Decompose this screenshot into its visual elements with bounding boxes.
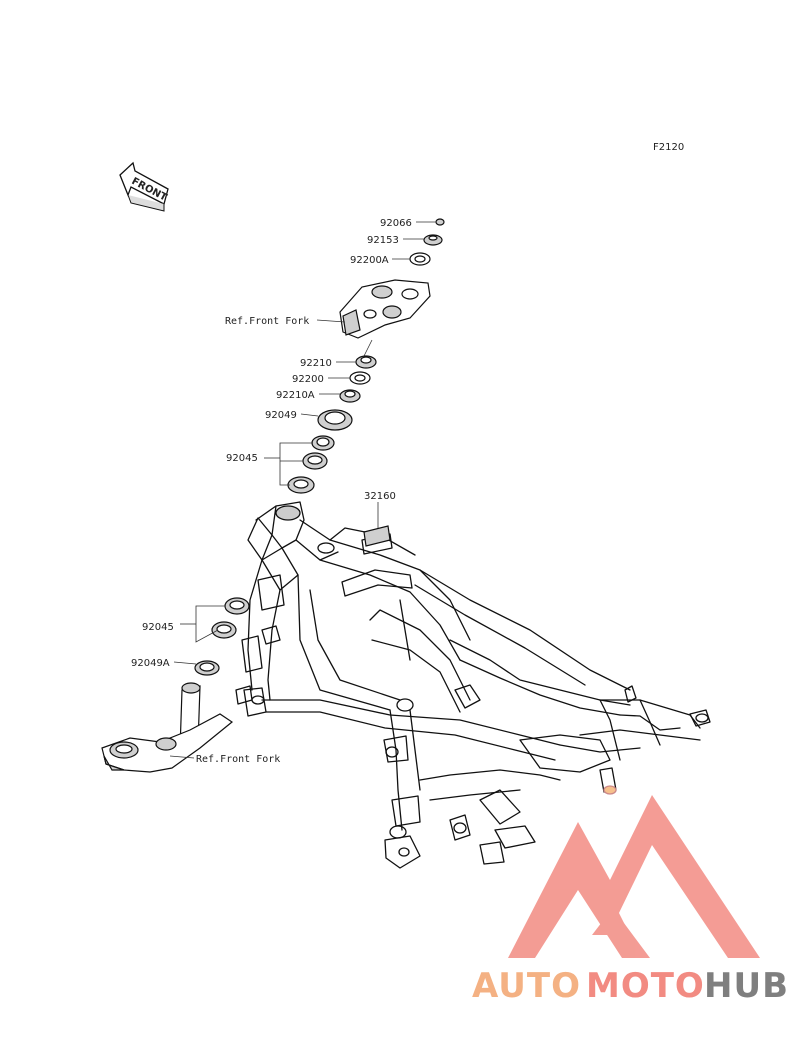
label-92153: 92153 [367,235,399,246]
ref-front-fork-upper: Ref.Front Fork [225,316,309,327]
ref-front-fork-lower: Ref.Front Fork [196,754,280,765]
bracket-32160 [363,502,391,547]
label-92045-bottom: 92045 [142,622,174,633]
watermark-moto: MOTO [586,966,705,1006]
label-32160: 32160 [364,491,396,502]
frame-assembly [235,501,711,869]
label-92200: 92200 [292,374,324,385]
seal-92049A [194,660,220,676]
washer-92200 [349,371,371,385]
watermark-hub: HUB [704,966,789,1006]
label-92210: 92210 [300,358,332,369]
locknut-92210A [339,389,361,403]
locknut-92210 [355,355,377,369]
label-92066: 92066 [380,218,412,229]
bearing-92045-bottom [211,597,250,639]
stem-nut-92066 [435,218,445,226]
watermark-triangle-icon [508,795,760,958]
watermark-brand: AUTO MOTO HUB [472,966,789,1006]
watermark-logo [508,795,760,958]
lower-triple-clamp [101,682,234,773]
washer-92200A [409,252,431,266]
bearing-92045-top [287,435,335,494]
front-arrow-icon: FRONT [119,161,169,212]
label-92049A: 92049A [131,658,170,669]
callouts: 92066 92153 92200A Ref.Front Fork 92210 … [131,218,436,765]
label-92210A: 92210A [276,390,315,401]
label-92045-top: 92045 [226,453,258,464]
upper-triple-clamp [339,279,431,357]
figure-code: F2120 [653,142,684,153]
stem-washer-92153 [423,234,443,246]
watermark-auto: AUTO [472,966,581,1006]
label-92049: 92049 [265,410,297,421]
seal-92049 [317,409,353,431]
label-92200A: 92200A [350,255,389,266]
